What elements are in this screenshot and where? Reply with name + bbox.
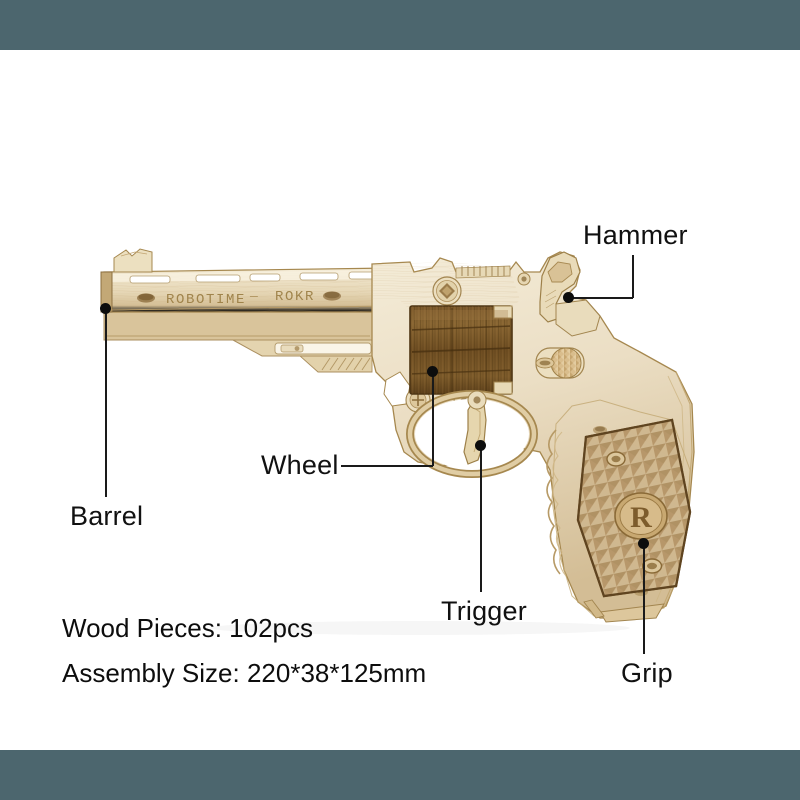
spec-wood-pieces: Wood Pieces: 102pcs bbox=[62, 613, 313, 643]
callout-wheel-label: Wheel bbox=[261, 450, 339, 480]
callout-barrel-label: Barrel bbox=[70, 501, 144, 531]
callout-hammer-anchor-dot bbox=[562, 291, 574, 303]
callout-wheel-anchor-dot bbox=[426, 365, 438, 377]
grip-panel: R bbox=[576, 418, 692, 598]
callout-hammer-leader-horizontal bbox=[568, 297, 633, 299]
callout-grip-leader-line bbox=[643, 543, 645, 654]
hammer-spur bbox=[539, 251, 581, 323]
letterbox-bottom-bar bbox=[0, 750, 800, 800]
callout-wheel-leader-horizontal bbox=[341, 465, 433, 467]
ejector-rod-assembly bbox=[232, 339, 373, 373]
grip-medallion-letter: R bbox=[630, 501, 652, 534]
callout-grip-label: Grip bbox=[621, 658, 673, 688]
grip-assembly: R bbox=[546, 399, 692, 623]
thumb-rest-knob bbox=[535, 347, 585, 379]
spec-assembly-size: Assembly Size: 220*38*125mm bbox=[62, 658, 427, 688]
callout-trigger-leader-line bbox=[480, 445, 482, 592]
letterbox-top-bar bbox=[0, 0, 800, 50]
callout-barrel-anchor-dot bbox=[99, 302, 111, 314]
callout-barrel-leader-line bbox=[105, 308, 107, 497]
revolver-frame bbox=[371, 251, 695, 619]
trigger-blade bbox=[463, 399, 487, 465]
trigger-group bbox=[406, 390, 538, 478]
grip-medallion: R bbox=[614, 492, 668, 540]
rubber-band-wheel bbox=[409, 305, 513, 395]
barrel-assembly: ROBOTIME — ROKR bbox=[100, 248, 394, 341]
callout-wheel-leader-vertical bbox=[432, 371, 434, 466]
barrel-engraving-model: ROKR bbox=[275, 289, 315, 305]
callout-hammer-label: Hammer bbox=[583, 220, 688, 250]
barrel-engraving-separator: — bbox=[249, 289, 258, 304]
callout-trigger-label: Trigger bbox=[441, 596, 527, 626]
callout-grip-anchor-dot bbox=[637, 537, 649, 549]
callout-hammer-leader-vertical bbox=[632, 255, 634, 298]
barrel-engraving-brand: ROBOTIME bbox=[166, 292, 246, 308]
callout-trigger-anchor-dot bbox=[474, 439, 486, 451]
